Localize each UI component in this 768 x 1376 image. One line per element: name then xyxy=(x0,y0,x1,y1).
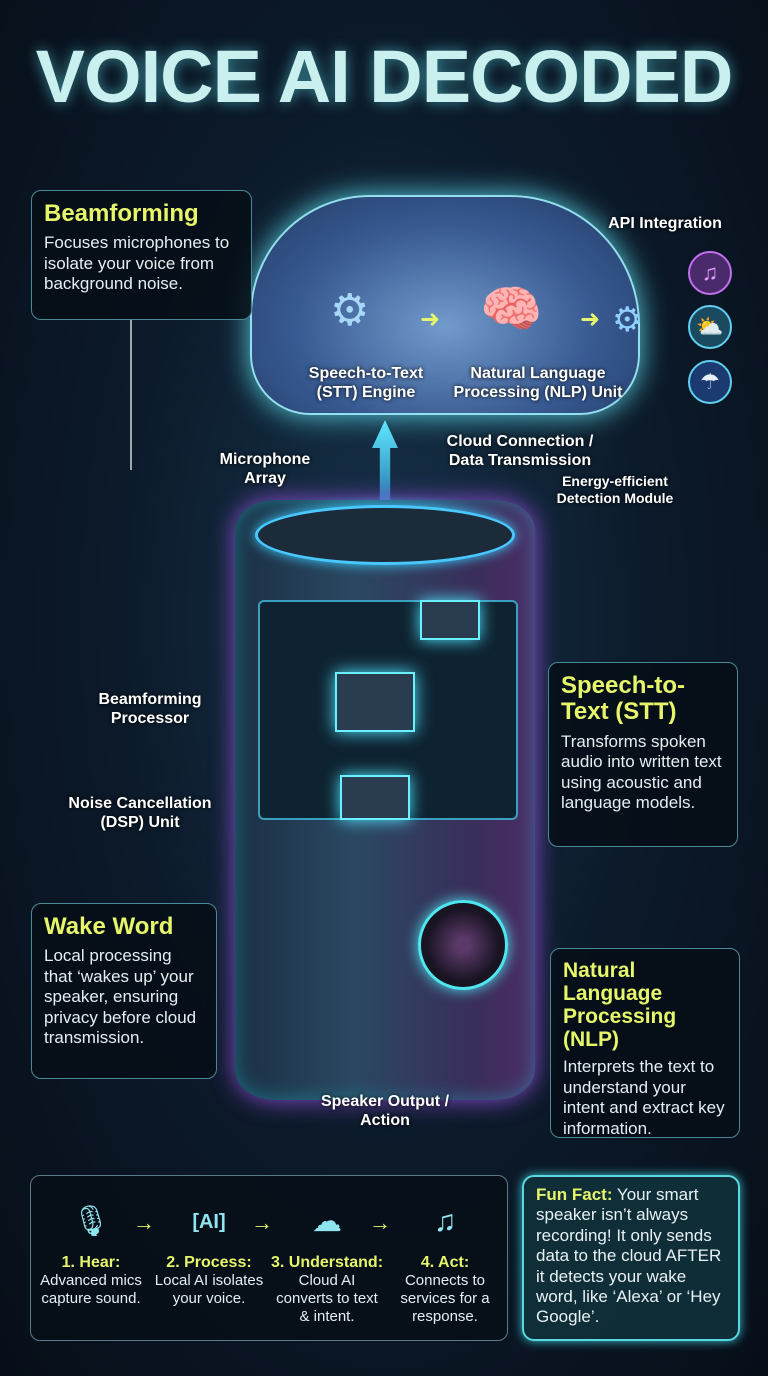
gear-icon: ⚙ xyxy=(612,301,643,339)
ai-chip-icon: [AI] xyxy=(192,1211,226,1233)
music-icon: ♫ xyxy=(688,251,732,295)
upload-arrow xyxy=(372,420,398,500)
step-process: [AI] 2. Process:Local AI isolates your vo… xyxy=(153,1176,265,1308)
stt-engine-icon: ⚙ xyxy=(330,286,370,335)
noise-cancellation-label: Noise Cancellation (DSP) Unit xyxy=(68,795,212,832)
arrow-right-icon: → xyxy=(251,1210,273,1235)
step-title: 3. Understand: xyxy=(271,1254,384,1271)
speaker-output-label: Speaker Output / Action xyxy=(320,1093,450,1130)
stt-text: Transforms spoken audio into written tex… xyxy=(561,731,722,812)
energy-module-label: Energy-efficient Detection Module xyxy=(556,473,674,506)
speaker-woofer xyxy=(418,900,508,990)
music-chat-icon: ♫ xyxy=(433,1205,457,1238)
arrow-right-icon: ➜ xyxy=(580,306,601,333)
nlp-text: Interprets the text to understand your i… xyxy=(563,1057,725,1138)
step-understand: ☁ 3. Understand:Cloud AI converts to text… xyxy=(271,1176,383,1326)
wake-word-text: Local processing that ‘wakes up’ your sp… xyxy=(44,946,197,1047)
arrow-right-icon: → xyxy=(133,1210,155,1235)
speaker-top-buttons xyxy=(255,505,515,565)
step-title: 2. Process: xyxy=(166,1254,252,1271)
weather-sun-cloud-icon: ⛅ xyxy=(688,305,732,349)
brain-icon: 🧠 xyxy=(480,281,543,337)
beamforming-text: Focuses microphones to isolate your voic… xyxy=(44,233,230,294)
arrow-right-icon: → xyxy=(369,1210,391,1235)
wake-word-box: Wake Word Local processing that ‘wakes u… xyxy=(31,903,217,1079)
dsp-chip xyxy=(340,775,410,820)
nlp-unit-label: Natural Language Processing (NLP) Unit xyxy=(453,365,623,402)
leader-line xyxy=(130,320,132,470)
cloud-connection-label: Cloud Connection / Data Transmission xyxy=(446,433,594,470)
beamforming-processor-label: Beamforming Processor xyxy=(98,691,202,728)
stt-heading: Speech-to-Text (STT) xyxy=(561,672,686,726)
step-text: Advanced mics capture sound. xyxy=(40,1272,142,1308)
stt-engine-label: Speech-to-Text (STT) Engine xyxy=(308,365,424,402)
step-title: 1. Hear: xyxy=(61,1254,121,1271)
api-integration-label: API Integration xyxy=(608,215,722,232)
step-act: ♫ 4. Act:Connects to services for a respo… xyxy=(389,1176,501,1326)
detection-module-chip xyxy=(420,600,480,640)
nlp-heading: Natural Language Processing (NLP) xyxy=(563,959,677,1052)
stt-box: Speech-to-Text (STT) Transforms spoken a… xyxy=(548,662,738,847)
arrow-right-icon: ➜ xyxy=(420,306,441,333)
wake-word-heading: Wake Word xyxy=(44,913,174,940)
page-title: VOICE AI DECODED xyxy=(35,35,734,118)
step-text: Local AI isolates your voice. xyxy=(154,1272,264,1308)
fun-fact-label: Fun Fact: xyxy=(536,1185,613,1204)
cloud-sync-icon: ☁ xyxy=(312,1205,342,1238)
fun-fact-text: Your smart speaker isn’t always recordin… xyxy=(536,1185,722,1327)
step-text: Connects to services for a response. xyxy=(400,1272,490,1326)
step-text: Cloud AI converts to text & intent. xyxy=(276,1272,378,1326)
cloud xyxy=(250,195,640,415)
beamforming-box: Beamforming Focuses microphones to isola… xyxy=(31,190,252,320)
rain-cloud-icon: ☂ xyxy=(688,360,732,404)
beamforming-processor-chip xyxy=(335,672,415,732)
fun-fact-box: Fun Fact: Your smart speaker isn’t alway… xyxy=(522,1175,740,1341)
nlp-box: Natural Language Processing (NLP) Interp… xyxy=(550,948,740,1138)
microphone-icon: 🎙 xyxy=(71,1205,111,1238)
beamforming-heading: Beamforming xyxy=(44,200,199,227)
step-hear: 🎙 1. Hear:Advanced mics capture sound. xyxy=(35,1176,147,1308)
microphone-array-label: Microphone Array xyxy=(219,451,311,488)
step-title: 4. Act: xyxy=(420,1254,470,1271)
process-steps: 🎙1. Hear:Advanced mics capture sound. → … xyxy=(30,1175,508,1341)
